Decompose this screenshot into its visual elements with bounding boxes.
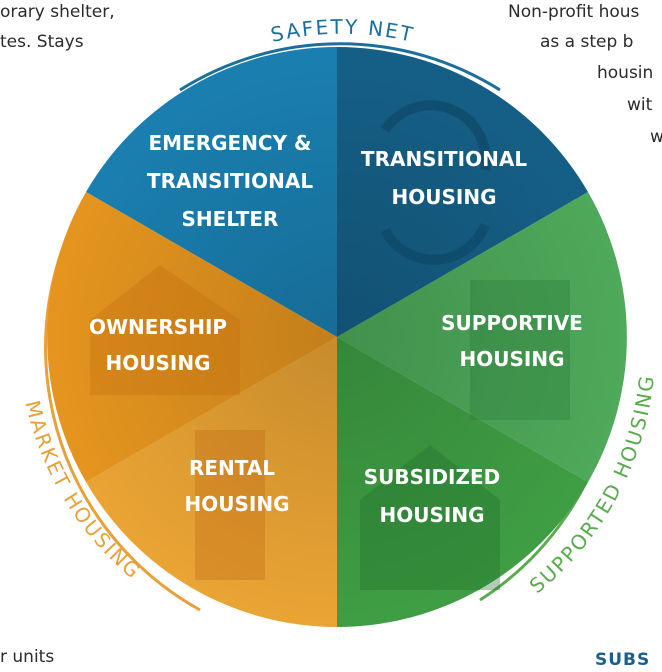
safety-net-label: SAFETY NET xyxy=(268,15,416,47)
bottom-left-text: r units xyxy=(0,647,55,667)
label-subsidized-line2: HOUSING xyxy=(380,503,485,527)
label-ownership-line2: HOUSING xyxy=(106,351,211,375)
apartment-building-icon xyxy=(195,430,265,580)
label-rental-line2: HOUSING xyxy=(185,492,290,516)
top-right-text-1: Non-profit hous xyxy=(508,2,640,22)
top-left-text-2: tes. Stays xyxy=(0,32,84,52)
top-right-text-5: w xyxy=(650,127,662,147)
house-outline-icon xyxy=(90,265,240,395)
label-supportive-line2: HOUSING xyxy=(460,347,565,371)
top-right-text-4: wit xyxy=(627,95,653,115)
label-ownership-line1: OWNERSHIP xyxy=(89,315,227,339)
label-rental-line1: RENTAL xyxy=(189,456,275,480)
label-subsidized-line1: SUBSIDIZED xyxy=(364,465,501,489)
label-transitional-line1: TRANSITIONAL xyxy=(361,147,527,171)
tower-building-icon xyxy=(470,280,570,420)
label-emergency-line2: TRANSITIONAL xyxy=(147,169,313,193)
wheel-segments xyxy=(47,47,627,627)
top-right-text-2: as a step b xyxy=(540,32,634,52)
wheel-shading xyxy=(47,47,627,627)
safety-net-ring xyxy=(179,42,501,92)
top-left-text-1: orary shelter, xyxy=(0,2,115,22)
label-supportive-line1: SUPPORTIVE xyxy=(441,311,583,335)
label-emergency-line3: SHELTER xyxy=(182,207,279,231)
label-transitional-line2: HOUSING xyxy=(392,185,497,209)
label-emergency-line1: EMERGENCY & xyxy=(148,131,311,155)
top-right-text-3: housin xyxy=(597,63,654,83)
house-dollar-icon xyxy=(360,445,500,590)
recycle-arrows-icon xyxy=(380,100,491,265)
